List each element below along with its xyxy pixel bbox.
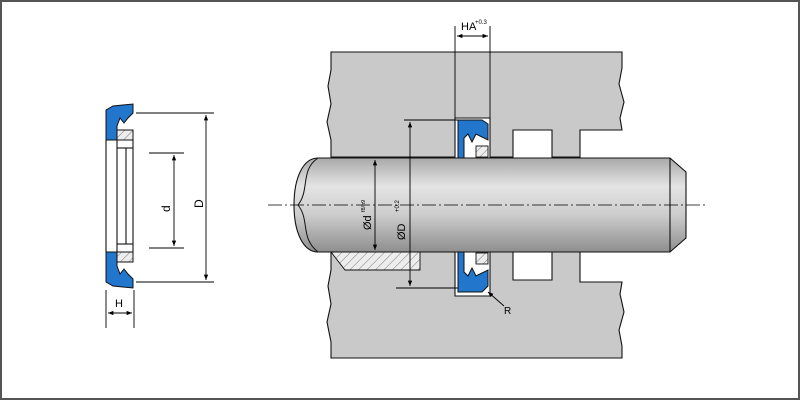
label-D: D	[192, 199, 206, 208]
radius-leader	[487, 291, 505, 307]
label-d: d	[159, 205, 173, 212]
label-HA-tol: +0.3	[475, 20, 488, 26]
housing-bottom	[326, 251, 625, 359]
installed-ring-bottom	[475, 252, 489, 265]
installed-ring-top	[475, 145, 489, 158]
label-OD-tol: +0.2	[395, 199, 401, 212]
support-ring-bottom	[116, 251, 134, 263]
housing-top	[326, 51, 625, 158]
label-shaft-d-tol: f8/h9	[361, 200, 367, 212]
label-HA: HA	[461, 21, 477, 33]
support-ring-top	[116, 129, 134, 141]
label-H: H	[115, 298, 123, 310]
installed-seal-bottom	[457, 251, 489, 293]
seal-profile-bottom	[105, 251, 134, 289]
label-OD: ØD	[396, 223, 408, 240]
label-shaft-d: Ød	[362, 215, 374, 230]
bore-hatch-area	[330, 251, 421, 271]
installed-seal-top	[457, 119, 489, 159]
seal-cross-section: D d H	[105, 103, 214, 328]
label-R: R	[504, 306, 511, 317]
assembly-view: HA +0.3 ØD +0.2 Ød f8/h9 R	[268, 20, 706, 359]
